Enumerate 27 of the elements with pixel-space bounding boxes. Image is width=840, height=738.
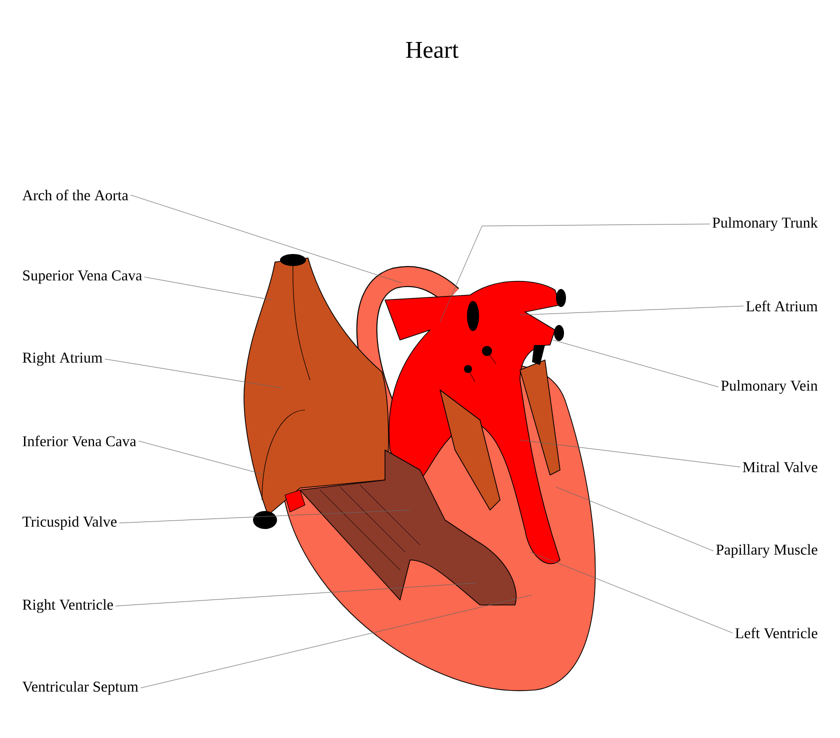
leader-line — [144, 276, 272, 300]
part-label: Arch of the Aorta — [22, 190, 128, 200]
leader-line — [138, 440, 262, 474]
leader-line — [140, 594, 532, 688]
leader-line — [115, 582, 476, 606]
title: Heart — [406, 42, 459, 58]
part-label: Inferior Vena Cava — [22, 436, 136, 446]
leader-line — [552, 340, 719, 388]
part-label: Right Atrium — [22, 352, 102, 366]
part-label: Mitral Valve — [742, 462, 818, 472]
part-label: Superior Vena Cava — [23, 270, 142, 284]
part-label: Left Ventricle — [735, 628, 818, 638]
part-label: Left Atrium — [746, 300, 818, 312]
leader-line — [104, 358, 282, 388]
leader-line — [520, 306, 744, 316]
part-label: Right Ventricle — [22, 599, 113, 613]
part-label: Pulmonary Vein — [721, 380, 818, 394]
leader-line — [520, 440, 740, 468]
leader-line — [440, 224, 710, 322]
leader-line — [130, 194, 402, 284]
part-label: Ventricular Septum — [22, 681, 138, 695]
leader-line — [530, 552, 733, 634]
leader-line — [119, 510, 410, 524]
part-label: Pulmonary Trunk — [712, 217, 818, 231]
part-label: Tricuspid Valve — [22, 516, 117, 530]
part-label: Papillary Muscle — [716, 544, 818, 558]
leader-line — [556, 486, 714, 552]
